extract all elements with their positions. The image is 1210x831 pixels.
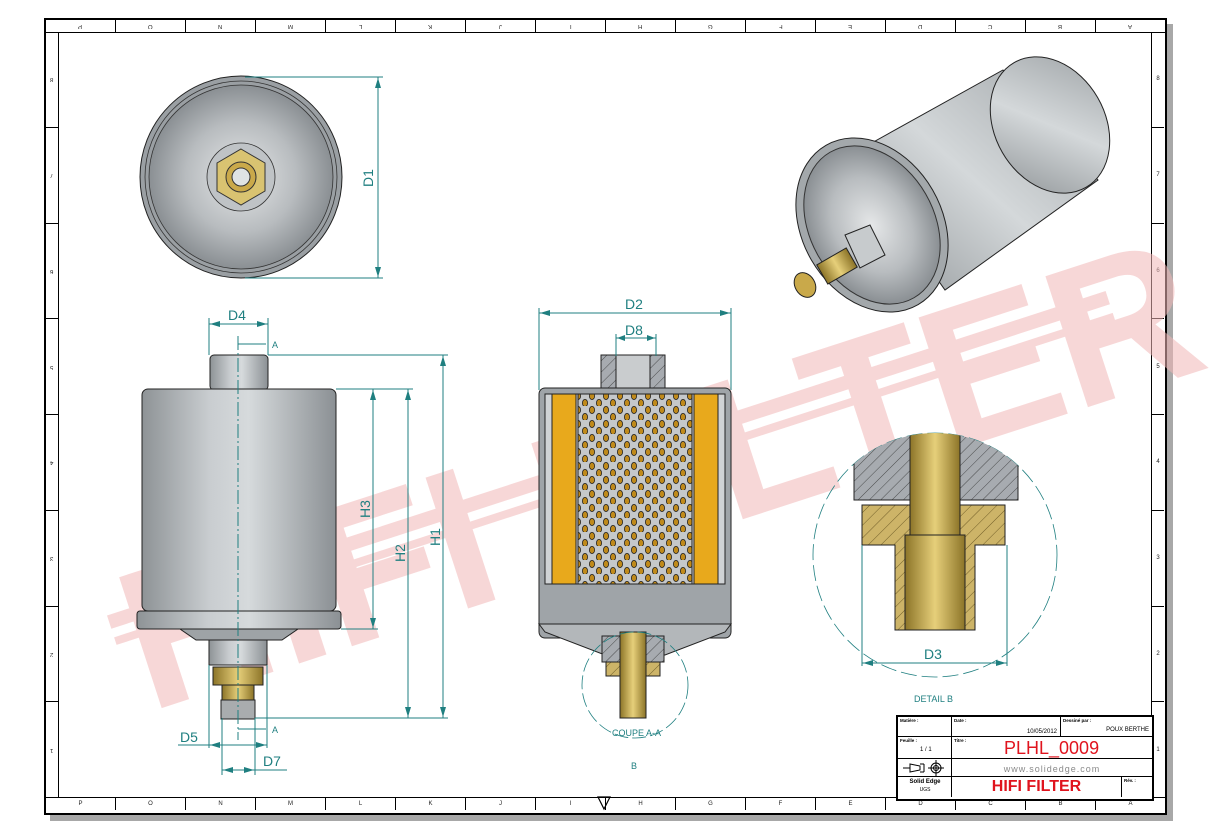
- front-view: D4 A H3 H2 H1 A D5 D7: [136, 307, 448, 775]
- zone-label: P: [46, 798, 116, 810]
- zone-label: E: [816, 20, 886, 32]
- zone-label: 3: [46, 511, 58, 607]
- zone-label: N: [186, 20, 256, 32]
- website: www.solidedge.com: [1003, 764, 1101, 774]
- zone-label: B: [1026, 20, 1096, 32]
- zone-label: 1: [1156, 746, 1160, 753]
- zone-label: N: [186, 798, 256, 810]
- svg-text:COUPE A-A: COUPE A-A: [612, 728, 661, 738]
- svg-text:DETAIL B: DETAIL B: [914, 694, 953, 704]
- zone-label: M: [256, 20, 326, 32]
- svg-text:A: A: [272, 725, 278, 735]
- zone-label: 8: [1152, 32, 1164, 128]
- zone-label: G: [676, 20, 746, 32]
- svg-text:D3: D3: [924, 646, 942, 662]
- isometric-view: [793, 56, 1111, 313]
- zone-label: 3: [1152, 511, 1164, 607]
- zone-label: 7: [46, 128, 58, 224]
- zone-label: 6: [1152, 224, 1164, 320]
- revision-cell: Rév. :: [1124, 778, 1136, 783]
- svg-text:H1: H1: [427, 528, 443, 546]
- section-view: D2 D8 COUPE A-A B: [538, 296, 732, 771]
- zone-label: I: [536, 798, 606, 810]
- matiere-cell: Matière :: [898, 717, 952, 737]
- zone-label: O: [116, 798, 186, 810]
- svg-text:D1: D1: [360, 169, 376, 187]
- zone-label: C: [956, 20, 1026, 32]
- date-cell: Date : 10/05/2012: [952, 717, 1061, 737]
- zone-label: 2: [46, 607, 58, 703]
- zone-label: 5: [46, 319, 58, 415]
- zone-label: G: [676, 798, 746, 810]
- website-cell: www.solidedge.com: [952, 759, 1152, 777]
- center-marker: [597, 796, 611, 811]
- zone-label: D: [886, 798, 956, 810]
- zone-label: I: [536, 20, 606, 32]
- svg-text:B: B: [631, 761, 637, 771]
- zone-label: D: [886, 20, 956, 32]
- company-cell: HIFI FILTER: [952, 777, 1122, 797]
- software-cell: Solid Edge UGS: [898, 777, 952, 797]
- zone-label: J: [466, 20, 536, 32]
- zone-label: K: [396, 20, 466, 32]
- svg-text:D4: D4: [228, 307, 246, 323]
- zone-label: J: [466, 798, 536, 810]
- zone-label: L: [326, 798, 396, 810]
- part-number: PLHL_0009: [1004, 738, 1100, 758]
- zone-label: E: [816, 798, 886, 810]
- zone-label: 4: [46, 415, 58, 511]
- zone-label: F: [746, 20, 816, 32]
- zone-label: H: [606, 798, 676, 810]
- zone-label: H: [606, 20, 676, 32]
- top-view: D1: [139, 75, 383, 279]
- company-name: HIFI FILTER: [991, 778, 1082, 795]
- zone-label: M: [256, 798, 326, 810]
- svg-text:D5: D5: [180, 729, 198, 745]
- zone-label: 7: [1152, 128, 1164, 224]
- zone-label: 6: [46, 224, 58, 320]
- zone-label: 2: [1152, 607, 1164, 703]
- zone-label: L: [326, 20, 396, 32]
- sheet-cell: Feuille : 1 / 1: [898, 737, 952, 759]
- svg-text:A: A: [272, 340, 278, 350]
- detail-view: D3 DETAIL B: [812, 432, 1058, 704]
- zone-label: P: [46, 20, 116, 32]
- zone-label: 5: [1152, 319, 1164, 415]
- svg-text:H3: H3: [357, 500, 373, 518]
- svg-text:D7: D7: [263, 753, 281, 769]
- svg-text:D8: D8: [625, 322, 643, 338]
- drawn-by-cell: Dessiné par : POUX BERTHE: [1061, 717, 1152, 737]
- zone-label: A: [1128, 801, 1133, 807]
- projection-icon: [903, 760, 944, 776]
- svg-text:H2: H2: [392, 544, 408, 562]
- zone-label: C: [956, 798, 1026, 810]
- zone-label: B: [1026, 798, 1096, 810]
- zone-label: 8: [46, 32, 58, 128]
- zone-label: K: [396, 798, 466, 810]
- zone-label: 4: [1152, 415, 1164, 511]
- zone-label: F: [746, 798, 816, 810]
- title-cell: Titre : PLHL_0009: [952, 737, 1152, 759]
- projection-symbol: [898, 759, 952, 777]
- zone-label: O: [116, 20, 186, 32]
- svg-text:D2: D2: [625, 296, 643, 312]
- title-block: Matière : Date : 10/05/2012 Dessiné par …: [896, 715, 1154, 801]
